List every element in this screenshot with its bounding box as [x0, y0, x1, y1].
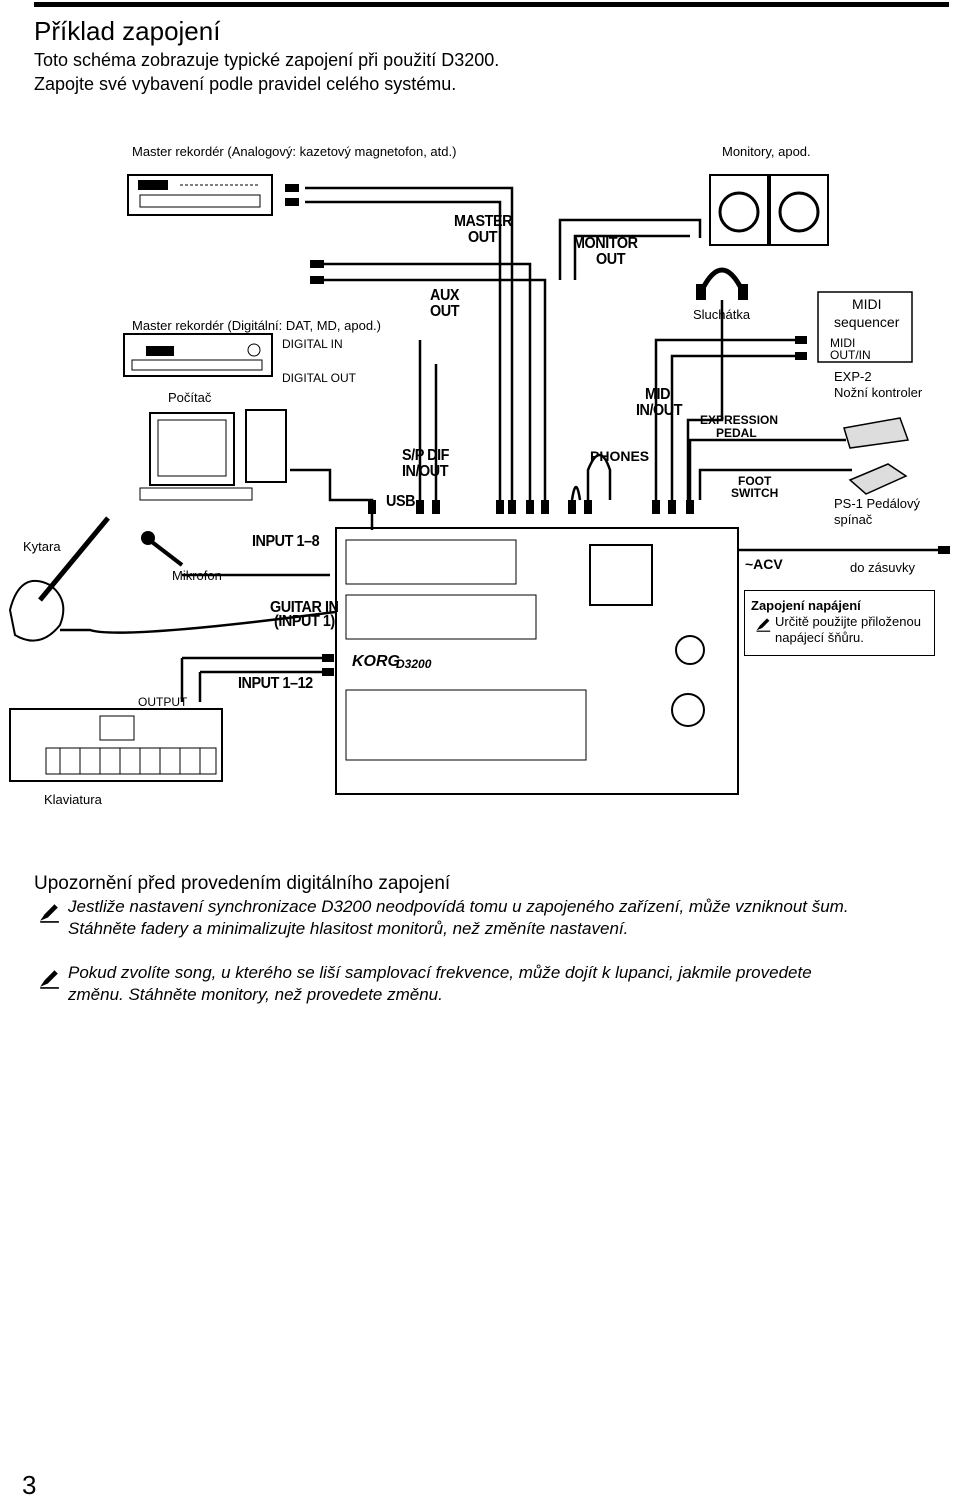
expression-pedal-label-2: PEDAL [716, 426, 757, 440]
foot-switch-icon [848, 463, 908, 495]
digital-in-label: DIGITAL IN [282, 337, 343, 351]
monitors-icon [709, 174, 829, 246]
foot-switch-label-2: SWITCH [731, 486, 779, 500]
monitor-out-label-2: OUT [596, 251, 626, 268]
label-outlet: do zásuvky [850, 560, 916, 575]
note-pencil-icon [40, 970, 59, 989]
computer-icon [139, 409, 287, 501]
power-note-title: Zapojení napájení [751, 598, 861, 613]
power-note-box: Zapojení napájení Určitě použijte přilož… [744, 590, 935, 656]
midi-sequencer-label-1: MIDI [852, 296, 882, 312]
connection-diagram [8, 174, 950, 795]
label-exp2-2: Nožní kontroler [834, 385, 923, 400]
label-master-digital: Master rekordér (Digitální: DAT, MD, apo… [132, 318, 381, 333]
aux-out-label-1: AUX [430, 287, 460, 304]
foot-switch-label-1: FOOT [738, 474, 772, 488]
label-exp2-1: EXP-2 [834, 369, 872, 384]
input-1-8-label: INPUT 1–8 [252, 533, 320, 550]
label-headphones: Sluchátka [693, 307, 751, 322]
midi-out-in-label-2: OUT/IN [830, 348, 871, 362]
label-computer: Počítač [168, 390, 212, 405]
digital-recorder-icon [123, 333, 273, 377]
keyboard-icon [9, 708, 223, 782]
intro-text: Toto schéma zobrazuje typické zapojení p… [34, 48, 499, 96]
input-1-12-label: INPUT 1–12 [238, 675, 313, 692]
cables [60, 186, 940, 702]
midi-out-in-label-1: MIDI [830, 336, 856, 350]
midi-sequencer-icon [817, 291, 913, 363]
intro-line-1: Toto schéma zobrazuje typické zapojení p… [34, 50, 500, 70]
warning-item-2: Pokud zvolíte song, u kterého se liší sa… [68, 963, 812, 1004]
note-pencil-icon [40, 904, 59, 923]
intro-line-2: Zapojte své vybavení podle pravidel celé… [34, 74, 457, 94]
guitar-icon [8, 516, 110, 642]
analog-recorder-icon [127, 174, 273, 216]
label-keyboard: Klaviatura [44, 792, 102, 807]
note-pencil-icon [756, 618, 771, 632]
korg-logo-text: KORG [352, 653, 400, 670]
d3200-model-text: D3200 [396, 657, 432, 671]
spdif-label-2: IN/OUT [402, 463, 449, 480]
top-rule [34, 2, 949, 7]
warning-heading: Upozornění před provedením digitálního z… [34, 873, 451, 894]
spdif-label-1: S/P DIF [402, 447, 449, 464]
midi-sequencer-label-2: sequencer [834, 314, 900, 330]
expression-pedal-icon [843, 417, 910, 449]
monitor-out-label-1: MONITOR [573, 235, 638, 252]
label-guitar: Kytara [23, 539, 61, 554]
d3200-unit-icon [335, 527, 739, 795]
page-title: Příklad zapojení [34, 16, 221, 46]
midi-in-out-label-1: MIDI [645, 386, 674, 403]
digital-out-label: DIGITAL OUT [282, 371, 357, 385]
microphone-icon [141, 531, 184, 567]
label-ps1-1: PS-1 Pedálový [834, 496, 920, 511]
page-number: 3 [22, 1470, 37, 1500]
cable-plugs [285, 184, 950, 676]
guitar-in-label-2: (INPUT 1) [274, 613, 335, 630]
label-master-analog: Master rekordér (Analogový: kazetový mag… [132, 144, 457, 159]
label-microphone: Mikrofon [172, 568, 222, 583]
expression-pedal-label-1: EXPRESSION [700, 413, 779, 427]
power-note-text: Určitě použijte přiloženou napájecí šňůr… [775, 614, 921, 645]
output-label: OUTPUT [138, 695, 188, 709]
label-ps1-2: spínač [834, 512, 873, 527]
master-out-label-2: OUT [468, 229, 498, 246]
warning-item-1: Jestliže nastavení synchronizace D3200 n… [68, 897, 849, 938]
label-monitors: Monitory, apod. [722, 144, 811, 159]
midi-in-out-label-2: IN/OUT [636, 402, 683, 419]
master-out-label-1: MASTER [454, 213, 513, 230]
acv-label: ~ACV [745, 556, 783, 572]
phones-label: PHONES [590, 448, 650, 464]
headphones-icon [696, 267, 748, 300]
usb-label: USB [386, 493, 416, 510]
aux-out-label-2: OUT [430, 303, 460, 320]
guitar-in-label-1: GUITAR IN [270, 599, 339, 616]
